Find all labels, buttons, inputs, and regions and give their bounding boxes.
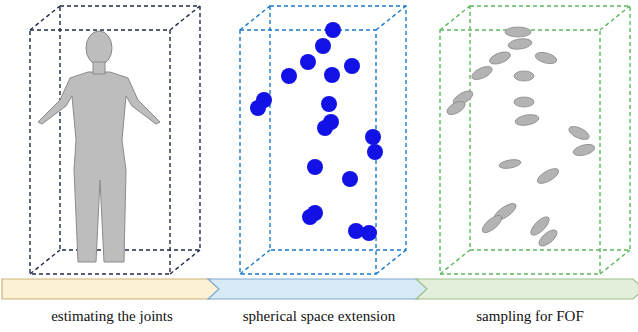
sampling-box [440,6,630,274]
step-label: estimating the joints [2,307,222,325]
joint-spheres [250,22,383,241]
step-label: spherical space extension [208,307,430,325]
sphere-box [240,6,406,274]
joint-box [30,6,200,274]
process-arrow: sampling for FOF [416,279,638,325]
human-figure [38,31,160,262]
arrow-shape [416,279,638,299]
arrow-shape [2,279,222,299]
step-label: sampling for FOF [416,307,638,325]
process-arrow: spherical space extension [208,279,430,325]
arrow-shape [208,279,430,299]
process-arrow: estimating the joints [2,279,222,325]
sampling-ellipsoids [445,27,596,249]
